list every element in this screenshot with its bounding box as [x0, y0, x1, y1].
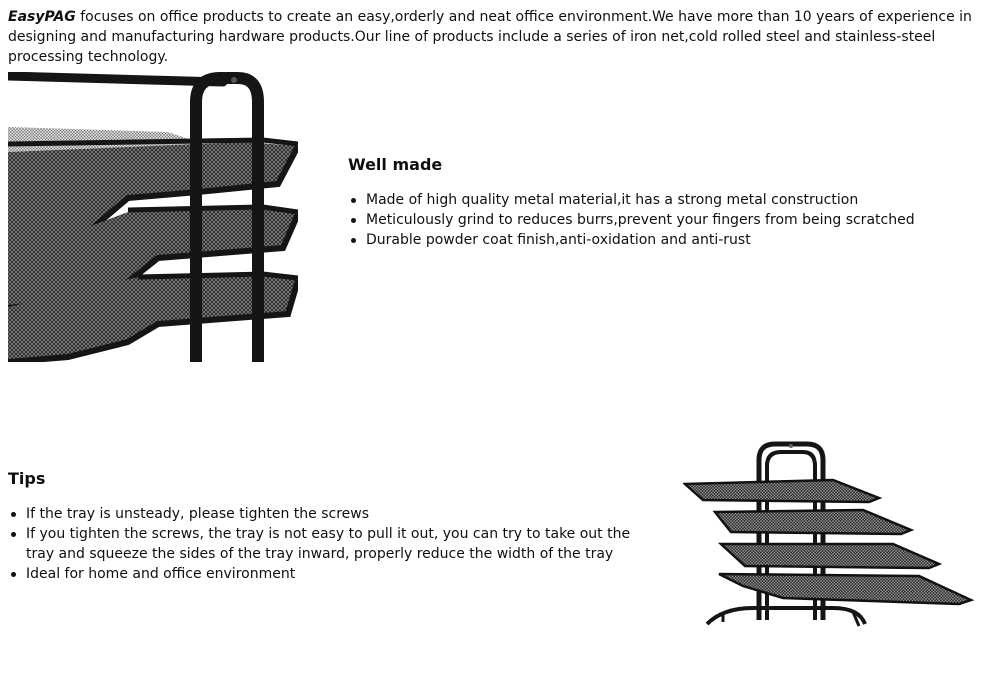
tips-list: If the tray is unsteady, please tighten … — [8, 504, 648, 584]
list-item: Made of high quality metal material,it h… — [351, 190, 968, 210]
product-full-image — [681, 440, 975, 630]
list-item: Meticulously grind to reduces burrs,prev… — [351, 210, 968, 230]
list-item: Durable powder coat finish,anti-oxidatio… — [351, 230, 968, 250]
well-made-heading: Well made — [348, 155, 443, 174]
well-made-list: Made of high quality metal material,it h… — [348, 190, 968, 250]
product-closeup-image — [8, 72, 298, 362]
list-item: If the tray is unsteady, please tighten … — [11, 504, 648, 524]
tips-section: Tips If the tray is unsteady, please tig… — [8, 468, 648, 584]
tips-heading: Tips — [8, 469, 46, 488]
brand-name: EasyPAG — [8, 9, 76, 25]
list-item: Ideal for home and office environment — [11, 564, 648, 584]
intro-paragraph: EasyPAG focuses on office products to cr… — [8, 7, 978, 67]
intro-text: focuses on office products to create an … — [8, 9, 972, 65]
list-item: If you tighten the screws, the tray is n… — [11, 524, 648, 564]
well-made-section: Well made Made of high quality metal mat… — [348, 154, 968, 250]
